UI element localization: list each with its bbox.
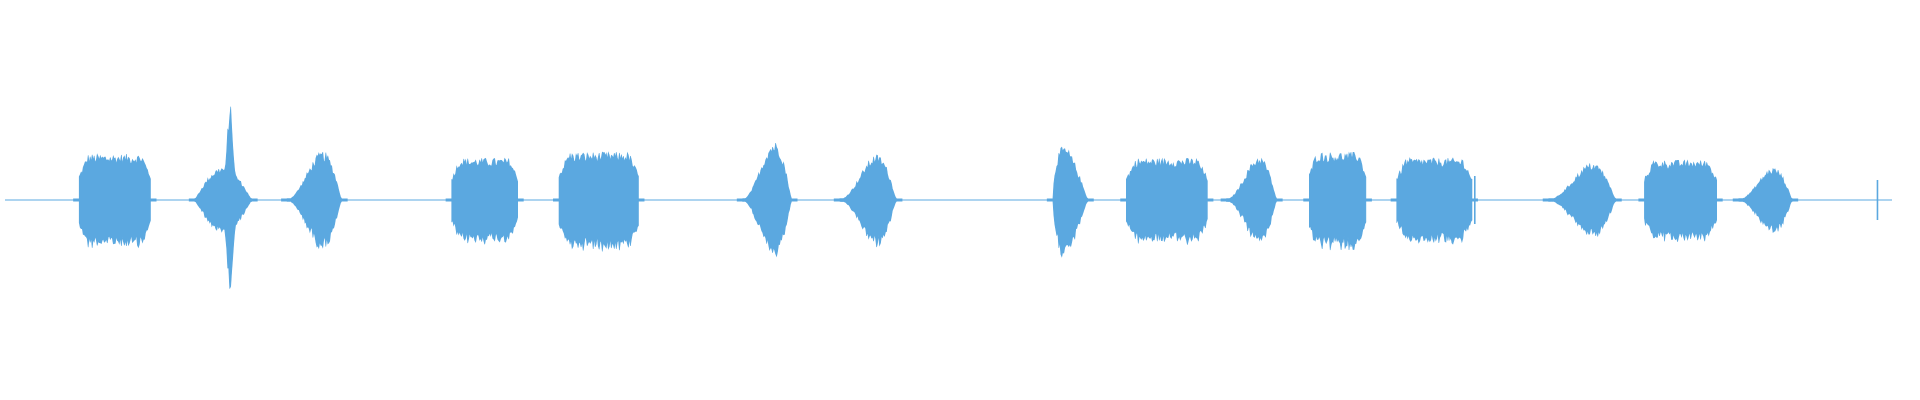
waveform-burst	[1396, 157, 1473, 245]
waveform-burst	[194, 106, 252, 289]
waveform-burst	[1226, 157, 1277, 242]
waveform-burst	[451, 157, 518, 245]
waveform-burst	[1738, 167, 1793, 233]
waveform-burst	[839, 154, 897, 248]
waveform-burst	[78, 153, 151, 249]
waveform-burst	[1126, 157, 1208, 245]
waveform-burst	[1052, 146, 1089, 258]
waveform-burst	[1644, 159, 1717, 242]
waveform-burst	[558, 151, 639, 252]
waveform-burst	[1548, 163, 1616, 237]
waveform-burst	[742, 143, 792, 258]
waveform-burst	[1309, 151, 1367, 251]
waveform-burst	[286, 151, 342, 250]
